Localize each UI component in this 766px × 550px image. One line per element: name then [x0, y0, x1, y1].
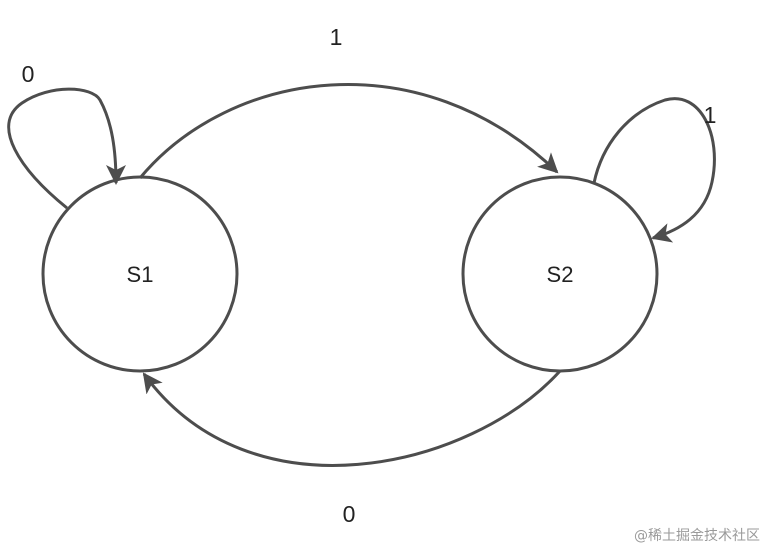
state-s1-label: S1: [127, 262, 154, 287]
transition-s2-s2: [592, 97, 716, 243]
transition-s2-s1: [142, 369, 562, 467]
transition-s1-s1-label: 0: [22, 61, 35, 87]
transition-s1-s2-label: 1: [330, 24, 343, 50]
transition-s2-s2-label: 1: [704, 102, 717, 128]
transition-s1-s1: [7, 87, 126, 210]
transition-s1-s2: [138, 83, 559, 179]
watermark-text: @稀土掘金技术社区: [634, 528, 760, 544]
state-s2-label: S2: [547, 262, 574, 287]
transition-s2-s1-label: 0: [343, 501, 356, 527]
